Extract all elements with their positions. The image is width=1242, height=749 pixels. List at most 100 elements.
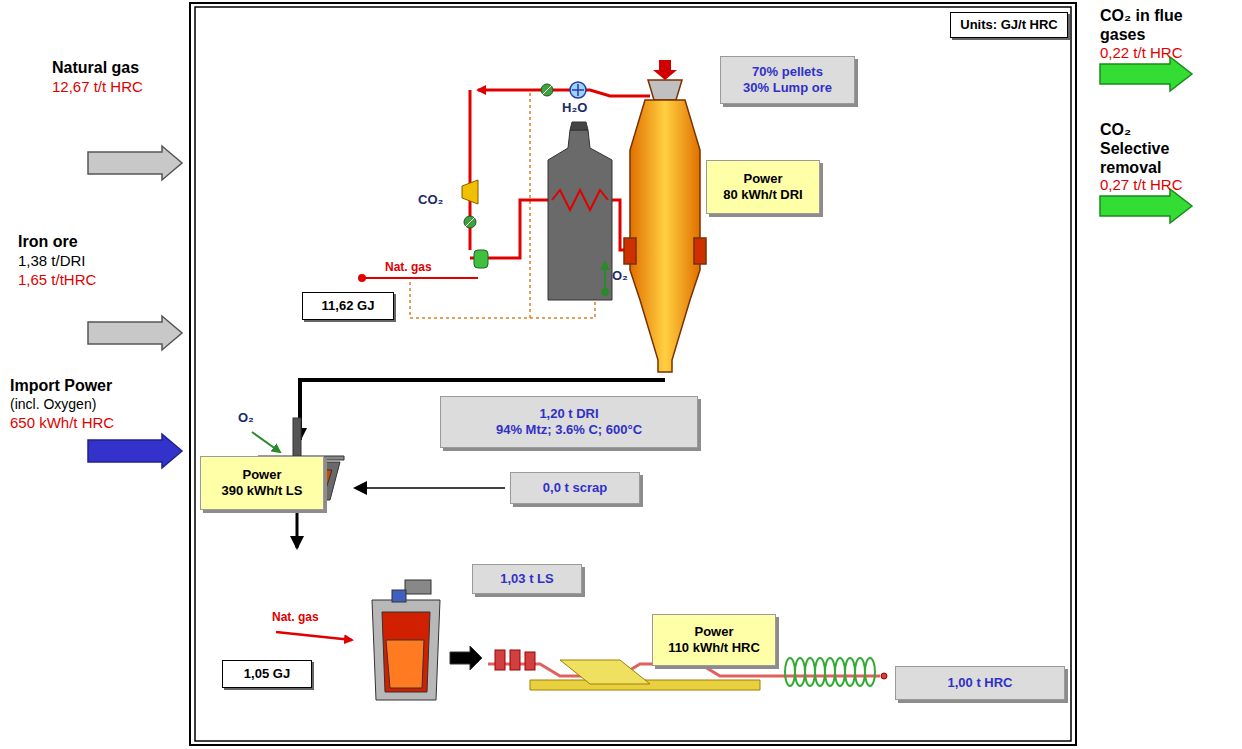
box-text: Units: GJ/t HRC	[960, 17, 1058, 33]
thin-slab-caster-part	[372, 600, 440, 700]
coil-bundle-part	[865, 658, 875, 686]
heat-exchanger-part	[572, 84, 584, 96]
shaft-furnace-part	[630, 100, 700, 372]
eaf-oxygen-part	[252, 432, 280, 452]
reformer-part	[552, 190, 608, 210]
flow-label: 1,65 t/tHRC	[18, 271, 178, 289]
eaf-oxygen	[252, 432, 280, 452]
coil-bundle-part	[845, 658, 855, 686]
thin-slab-caster	[372, 580, 482, 700]
heat-exchanger-part	[570, 82, 586, 98]
flow-label: CO₂ in flue gases	[1100, 6, 1220, 44]
flow-label: CO₂ Selective removal	[1100, 120, 1200, 178]
box-text: 30% Lump ore	[743, 80, 832, 96]
steel-transfer-part	[296, 506, 299, 548]
natural-gas-feed-part	[359, 275, 365, 281]
flow-label: Iron ore	[18, 232, 178, 251]
coil-bundle-part	[825, 658, 835, 686]
flow-label: Nat. gas	[385, 260, 455, 274]
system-border-part	[190, 3, 1076, 745]
flow-label: Import Power	[10, 376, 185, 395]
valve	[464, 84, 553, 228]
shaft-furnace-part	[624, 238, 636, 264]
box-text: 80 kWh/t DRI	[723, 187, 802, 203]
product-box: 1,00 t HRC	[895, 666, 1065, 700]
energy-box: 11,62 GJ	[302, 292, 394, 320]
power-box: Power80 kWh/t DRI	[706, 160, 820, 214]
output-arrow	[1100, 57, 1192, 223]
thin-slab-caster-part	[392, 590, 406, 602]
coil-bundle-part	[815, 658, 825, 686]
compressor-part	[462, 180, 478, 204]
natural-gas-feed	[359, 275, 478, 281]
ore-feed-arrow-part	[653, 60, 677, 80]
flow-label: H₂O	[562, 100, 602, 116]
output-arrow-part	[1100, 189, 1192, 223]
compressor	[462, 180, 478, 204]
shaft-furnace-part	[694, 238, 706, 264]
rolling-mill-part	[525, 652, 535, 670]
box-text: 70% pellets	[752, 64, 823, 80]
scrap-box: 0,0 t scrap	[510, 472, 640, 504]
oxygen-injection-part	[604, 262, 606, 292]
flow-label: 0,22 t/t HRC	[1100, 44, 1230, 62]
coil-bundle	[785, 658, 875, 686]
box-text: 1,05 GJ	[244, 666, 290, 682]
natural-gas-feed-part	[362, 277, 478, 279]
coil-bundle-part	[855, 658, 865, 686]
rolling-mill-part	[495, 650, 505, 670]
box-text: 1,20 t DRI	[539, 406, 598, 422]
co2-separator-part	[474, 250, 488, 268]
thin-slab-caster-part	[386, 640, 424, 688]
coil-bundle-part	[835, 658, 845, 686]
dotted-gas-line-part	[529, 93, 531, 318]
scrap-arrow	[355, 487, 505, 489]
flow-label: 650 kWh/t HRC	[10, 414, 188, 432]
product-box: 1,03 t LS	[472, 564, 582, 594]
product-box: 1,20 t DRI94% Mtz; 3.6% C; 600°C	[440, 396, 698, 448]
shaft-furnace-part	[648, 80, 682, 100]
box-text: 94% Mtz; 3.6% C; 600°C	[496, 422, 642, 438]
box-text: 1,03 t LS	[500, 571, 553, 587]
rolling-mill-part	[560, 660, 650, 684]
rolling-mill-part	[510, 650, 520, 670]
valve-part	[541, 84, 553, 96]
output-arrow-part	[1100, 57, 1192, 91]
flow-label: 0,27 t/t HRC	[1100, 176, 1230, 194]
power-box: Power110 kWh/t HRC	[652, 614, 776, 666]
co2-separator	[474, 250, 488, 268]
system-border-part	[195, 7, 1071, 741]
coil-bundle-part	[785, 658, 795, 686]
energy-box: 1,05 GJ	[222, 660, 312, 688]
flow-label: Nat. gas	[272, 610, 342, 624]
input-arrow-part	[88, 146, 182, 180]
rolling-mill-part	[881, 673, 887, 679]
heat-exchanger	[570, 82, 586, 98]
power-arrow	[88, 434, 182, 468]
input-arrow	[88, 146, 182, 350]
power-box: Power390 kWh/t LS	[200, 456, 324, 510]
box-text: Power	[743, 171, 782, 187]
flow-label: (incl. Oxygen)	[10, 396, 185, 413]
scrap-arrow-part	[355, 487, 505, 489]
shaft-furnace	[624, 80, 706, 372]
gas-loop-part	[478, 90, 650, 96]
box-text: Power	[694, 624, 733, 640]
flow-label: 1,38 t/DRI	[18, 252, 178, 270]
feed-box: 70% pellets30% Lump ore	[720, 56, 855, 104]
box-text: 1,00 t HRC	[947, 675, 1012, 691]
caster-gas-arrow-part	[276, 632, 352, 640]
valve-part	[541, 84, 553, 96]
input-arrow-part	[88, 316, 182, 350]
steel-transfer	[296, 506, 299, 548]
reformer	[548, 122, 612, 300]
flow-label: Natural gas	[52, 58, 182, 77]
caster-gas-arrow	[276, 632, 352, 640]
thin-slab-caster-part	[405, 580, 431, 594]
oxygen-injection	[602, 262, 608, 295]
flow-label: O₂	[238, 410, 268, 426]
coil-bundle-part	[805, 658, 815, 686]
system-border	[190, 3, 1076, 745]
reformer-part	[548, 130, 612, 300]
